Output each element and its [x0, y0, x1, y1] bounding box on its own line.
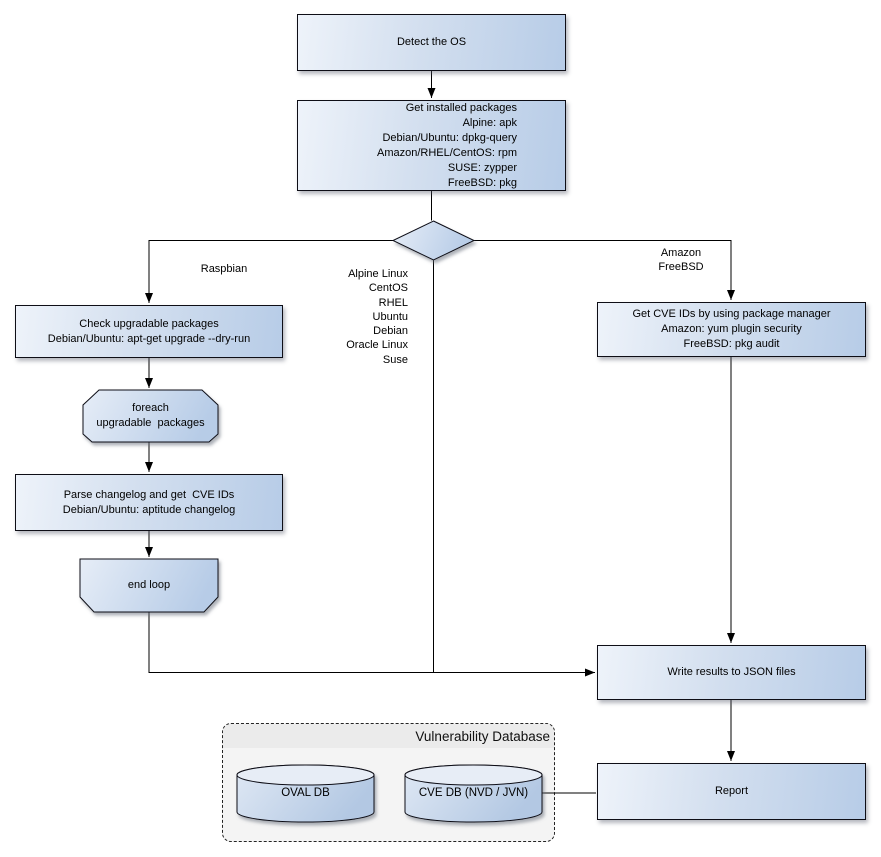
- node-detect-os-label: Detect the OS: [396, 36, 467, 48]
- cve-db-top: [404, 764, 543, 786]
- node-get-cve-ids: Get CVE IDs by using package manager Ama…: [597, 302, 866, 357]
- oval-db-label-box: OVAL DB: [237, 765, 374, 822]
- node-check-upgradable-packages: Check upgradable packages Debian/Ubuntu:…: [15, 305, 283, 358]
- node-get-cve-ids-label: Get CVE IDs by using package manager Ama…: [632, 308, 831, 350]
- node-report-label: Report: [714, 785, 749, 797]
- cve-db-label: CVE DB (NVD / JVN): [418, 787, 529, 799]
- end-loop-label-box: end loop: [80, 559, 218, 612]
- edge-label-amazon-freebsd: Amazon FreeBSD: [658, 247, 704, 274]
- node-write-results-json: Write results to JSON files: [597, 645, 866, 700]
- node-parse-changelog-label: Parse changelog and get CVE IDs Debian/U…: [62, 488, 236, 516]
- foreach-loop-shape: [82, 389, 219, 443]
- node-get-installed-packages: Get installed packages Alpine: apk Debia…: [297, 100, 566, 191]
- oval-db-top: [236, 764, 375, 786]
- edge-decision-to-check-upgradable: [145, 240, 393, 303]
- node-check-upgradable-packages-label: Check upgradable packages Debian/Ubuntu:…: [47, 317, 251, 345]
- end-loop-shape: [79, 558, 219, 613]
- decision-diamond: [391, 220, 476, 261]
- node-parse-changelog: Parse changelog and get CVE IDs Debian/U…: [15, 474, 283, 531]
- node-get-installed-packages-label: Get installed packages Alpine: apk Debia…: [377, 101, 517, 189]
- foreach-loop-label-box: foreach upgradable packages: [83, 390, 218, 442]
- foreach-loop-label: foreach upgradable packages: [96, 402, 205, 429]
- oval-db-cylinder: [236, 764, 375, 823]
- cve-db-cylinder: [404, 764, 543, 823]
- group-title: Vulnerability Database: [415, 728, 550, 744]
- cve-db-label-box: CVE DB (NVD / JVN): [405, 765, 542, 822]
- node-write-results-json-label: Write results to JSON files: [667, 666, 796, 678]
- edge-label-raspbian: Raspbian: [200, 263, 248, 275]
- node-detect-os: Detect the OS: [297, 14, 566, 71]
- edge-endloop-to-write: [148, 612, 595, 677]
- edge-label-os-list: Alpine Linux CentOS RHEL Ubuntu Debian O…: [346, 268, 408, 366]
- node-report: Report: [597, 763, 866, 820]
- oval-db-label: OVAL DB: [281, 787, 330, 799]
- edges: [145, 71, 735, 794]
- edge-decision-to-get-cve: [474, 240, 735, 300]
- group-title-band: Vulnerability Database: [223, 724, 554, 748]
- end-loop-label: end loop: [127, 579, 171, 591]
